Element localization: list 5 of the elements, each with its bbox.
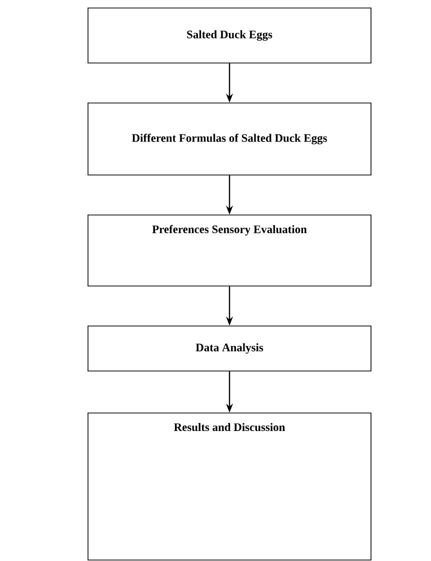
process-box: Data Analysis: [88, 326, 372, 372]
process-box: Different Formulas of Salted Duck Eggs: [88, 102, 372, 176]
process-box: Salted Duck Eggs: [88, 8, 372, 64]
process-box: Results and Discussion: [88, 412, 372, 560]
process-box: Preferences Sensory Evaluation: [88, 214, 372, 286]
